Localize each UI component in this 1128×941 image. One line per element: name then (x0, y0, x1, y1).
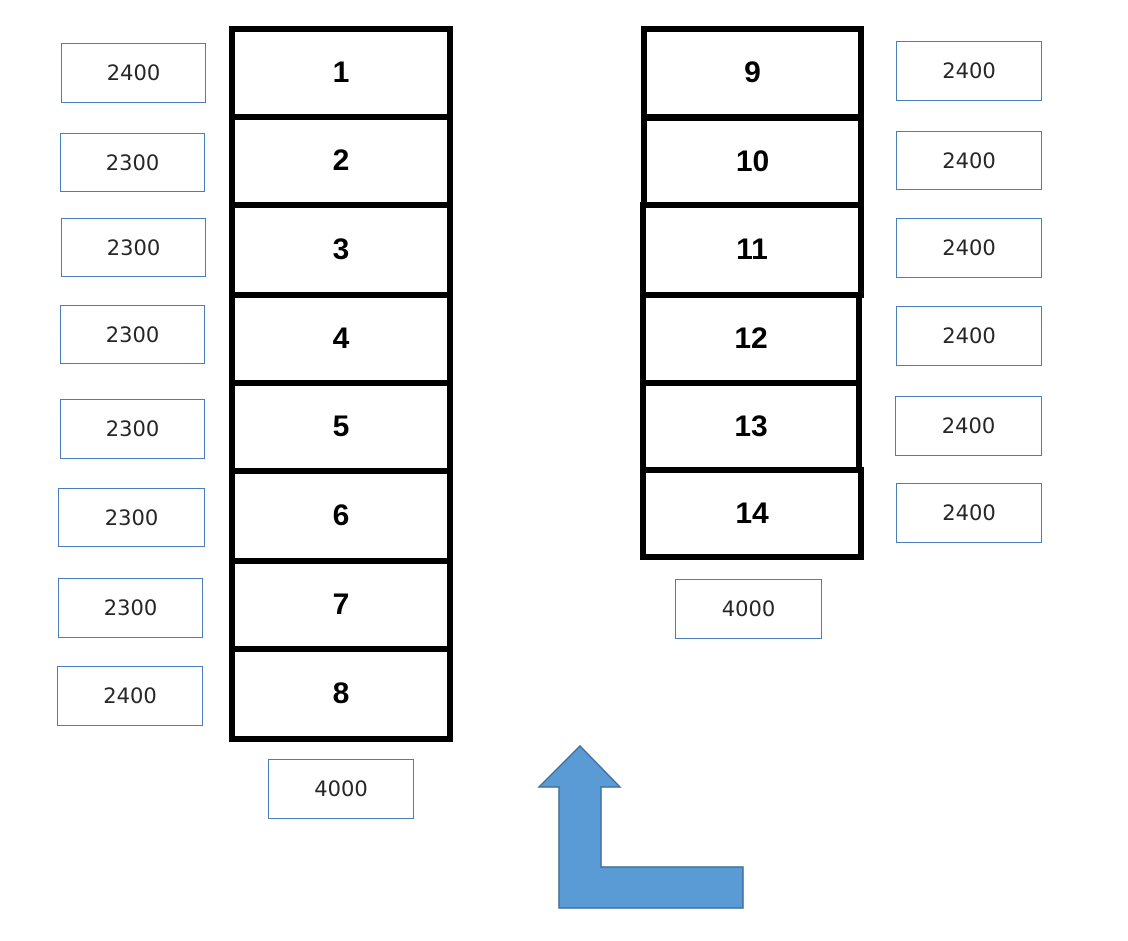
depth-label-left-column: 4000 (268, 759, 414, 819)
width-value: 2400 (942, 148, 996, 173)
width-label-space-13: 2400 (895, 396, 1042, 456)
width-label-space-1: 2400 (61, 43, 206, 103)
width-label-space-10: 2400 (896, 131, 1042, 190)
width-value: 2300 (103, 596, 158, 620)
space-number: 12 (734, 322, 768, 355)
space-number: 1 (332, 56, 350, 89)
depth-value: 4000 (721, 597, 776, 621)
width-value: 2300 (105, 150, 160, 175)
width-label-space-7: 2300 (58, 578, 203, 638)
width-value: 2300 (105, 322, 160, 347)
width-label-space-12: 2400 (896, 306, 1042, 366)
width-value: 2400 (941, 414, 996, 438)
space-number: 2 (332, 144, 350, 177)
width-label-space-3: 2300 (61, 218, 206, 277)
width-value: 2300 (104, 505, 159, 530)
space-number: 7 (332, 588, 350, 621)
width-value: 2300 (105, 417, 160, 441)
space-number: 3 (332, 233, 350, 266)
parking-space-1: 1 (229, 26, 453, 120)
width-value: 2400 (942, 236, 996, 260)
parking-space-5: 5 (229, 380, 453, 474)
width-label-space-6: 2300 (58, 488, 205, 547)
width-label-space-11: 2400 (896, 218, 1042, 278)
space-number: 6 (332, 499, 350, 532)
parking-space-6: 6 (229, 468, 453, 564)
width-value: 2400 (942, 501, 996, 525)
width-label-space-9: 2400 (896, 41, 1042, 101)
width-label-space-2: 2300 (60, 133, 205, 192)
space-number: 9 (744, 56, 761, 89)
parking-space-7: 7 (229, 558, 453, 652)
space-number: 14 (735, 496, 769, 530)
width-label-space-5: 2300 (60, 399, 205, 459)
width-label-space-14: 2400 (896, 483, 1042, 543)
width-value: 2400 (942, 59, 996, 83)
depth-label-right-column: 4000 (675, 579, 822, 639)
parking-space-14: 14 (640, 467, 864, 560)
parking-space-3: 3 (229, 202, 453, 298)
width-value: 2400 (942, 324, 996, 348)
space-number: 5 (332, 410, 350, 443)
parking-space-11: 11 (640, 202, 864, 298)
space-number: 13 (734, 410, 768, 443)
space-number: 10 (735, 145, 770, 178)
width-value: 2300 (106, 235, 161, 260)
width-label-space-4: 2300 (60, 305, 205, 364)
parking-space-8: 8 (229, 646, 453, 742)
space-number: 11 (736, 233, 768, 266)
width-value: 2400 (106, 61, 161, 85)
width-value: 2400 (103, 684, 157, 708)
parking-space-9: 9 (641, 26, 864, 120)
space-number: 4 (332, 322, 350, 355)
space-number: 8 (332, 677, 350, 710)
width-label-space-8: 2400 (57, 666, 203, 726)
arrow-shape (537, 744, 744, 909)
depth-value: 4000 (314, 777, 368, 801)
